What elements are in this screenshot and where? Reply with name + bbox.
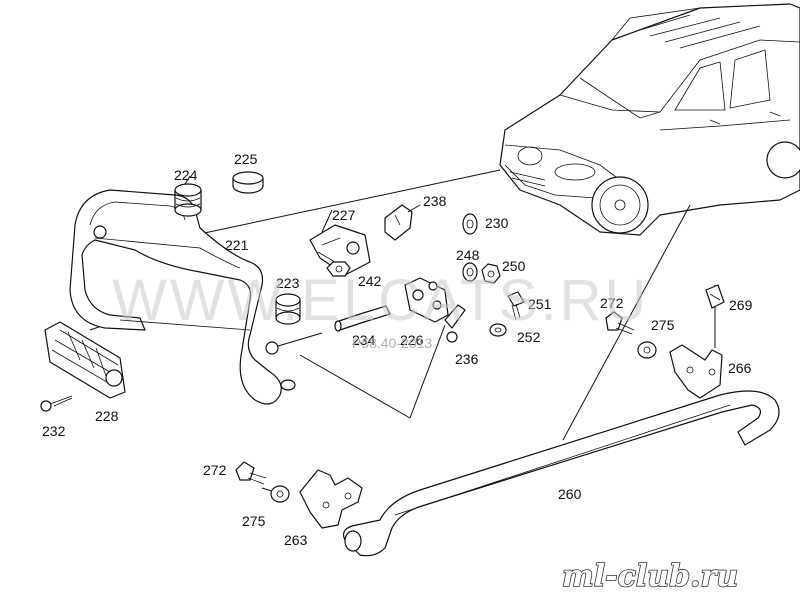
callout-269: 269 [729,297,753,313]
nut-242 [326,261,351,277]
callout-226: 226 [400,332,424,348]
callout-238: 238 [423,193,447,209]
callout-260: 260 [558,486,582,502]
grommet-223 [275,293,301,325]
callout-242: 242 [358,273,382,289]
screw-232 [40,395,73,412]
callout-227: 227 [332,207,356,223]
bracket-266 [669,344,723,399]
vehicle-illustration [499,3,800,236]
rear-bar-260 [342,390,780,557]
bracket-238 [384,204,421,241]
callout-236: 236 [455,351,479,367]
callout-272-left: 272 [203,462,227,478]
drawing-code: P58.40-2013 [352,335,432,351]
callout-228: 228 [95,408,119,424]
bolt-251 [507,291,525,321]
bolt-272-left [235,461,267,485]
washer-248 [462,262,478,282]
strap-236 [444,304,466,343]
callout-224: 224 [174,167,198,183]
bolt-272-right [605,311,635,335]
callout-223: 223 [276,275,300,291]
front-guard-bar-221 [69,189,323,405]
callout-250: 250 [502,258,526,274]
callout-248: 248 [456,247,480,263]
callout-225: 225 [234,151,258,167]
tube-234 [334,305,391,332]
washer-275-right [637,341,657,359]
bumper-insert-228 [44,321,126,399]
bracket-226 [404,277,449,323]
bracket-227 [309,224,371,276]
watermark: WWW.ELCATS.RU [112,268,649,333]
callout-275-right: 275 [651,317,675,333]
callout-272-right: 272 [600,295,624,311]
washer-252 [489,323,507,337]
callout-230: 230 [485,215,509,231]
callout-232: 232 [42,423,66,439]
callout-221: 221 [225,237,249,253]
callout-275-left: 275 [242,513,266,529]
callout-252: 252 [517,329,541,345]
rubber-buffer-224 [174,183,202,217]
cap-225 [232,171,264,194]
bracket-263 [299,469,363,529]
washer-230 [462,213,478,235]
callout-263: 263 [284,532,308,548]
callout-labels: 224 225 221 223 227 238 230 242 248 250 … [42,151,753,548]
callout-251: 251 [528,296,552,312]
site-logo: ml-club.ru [562,559,738,594]
callout-234: 234 [352,332,376,348]
clip-269 [705,284,725,309]
callout-266: 266 [728,360,752,376]
washer-275-left [270,485,290,503]
nut-250 [481,263,501,284]
